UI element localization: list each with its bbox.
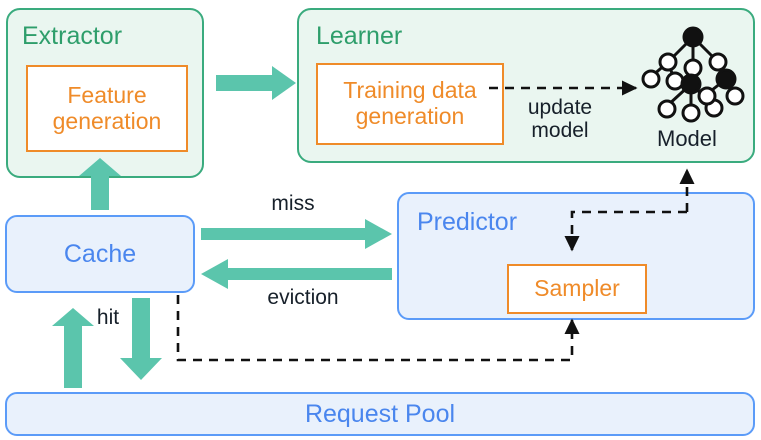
module-extractor-title: Extractor: [22, 22, 123, 50]
inner-box-training-data-generation[interactable]: Training data generation: [316, 63, 504, 145]
arrow-eviction: [201, 259, 392, 289]
edge-label-hit: hit: [96, 306, 120, 329]
module-request-pool[interactable]: Request Pool: [5, 392, 755, 436]
edge-label-update-model: update model: [527, 96, 593, 143]
decision-tree-icon: [641, 24, 745, 124]
module-predictor-title: Predictor: [417, 208, 518, 236]
module-predictor[interactable]: Predictor Sampler: [397, 192, 755, 320]
module-extractor[interactable]: Extractor Feature generation: [6, 8, 204, 178]
module-learner[interactable]: Learner Training data generation: [297, 8, 755, 163]
edge-label-miss: miss: [271, 192, 315, 215]
module-learner-title: Learner: [316, 22, 403, 50]
module-cache[interactable]: Cache: [5, 215, 195, 293]
arrow-extractor-to-learner: [216, 66, 296, 100]
edge-label-eviction: eviction: [267, 286, 339, 309]
module-request-pool-title: Request Pool: [304, 399, 456, 428]
model-caption: Model: [657, 126, 717, 151]
inner-box-feature-generation[interactable]: Feature generation: [26, 65, 188, 152]
arrow-miss: [201, 219, 392, 249]
inner-box-sampler[interactable]: Sampler: [507, 264, 647, 314]
module-cache-title: Cache: [63, 239, 137, 268]
